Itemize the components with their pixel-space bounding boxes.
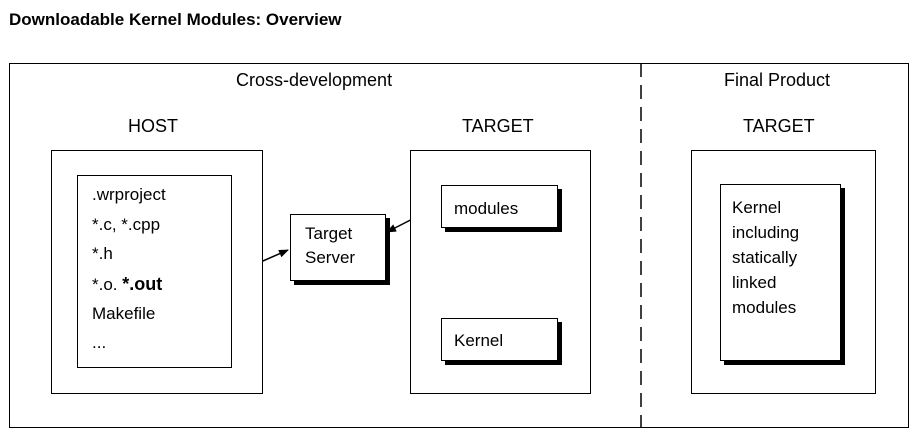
cross-development-label: Cross-development [236, 70, 393, 90]
modules-label: modules [454, 199, 519, 218]
file-o: *.o. [92, 275, 118, 294]
final-kernel-line2: including [732, 223, 800, 242]
file-h: *.h [92, 244, 113, 263]
target-server-box: Target Server [290, 214, 386, 281]
kernel-label: Kernel [454, 331, 504, 350]
host-label: HOST [128, 116, 179, 136]
final-kernel-line3: statically [732, 248, 798, 267]
target-label: TARGET [462, 116, 534, 136]
file-object: *.o. *.out [92, 273, 162, 296]
target-server-line2: Server [305, 248, 356, 267]
file-makefile: Makefile [92, 304, 156, 323]
final-kernel-line1: Kernel [732, 198, 782, 217]
file-out: *.out [122, 274, 163, 294]
host-files-box: .wrproject *.c, *.cpp *.h *.o. *.out Mak… [77, 175, 232, 368]
file-c-cpp: *.c, *.cpp [92, 215, 161, 234]
file-wrproject: .wrproject [92, 185, 166, 204]
file-ellipsis: ... [92, 333, 107, 352]
modules-box: modules [441, 185, 558, 228]
page-title: Downloadable Kernel Modules: Overview [9, 10, 342, 29]
final-product-label: Final Product [724, 70, 831, 90]
final-kernel-line5: modules [732, 298, 797, 317]
final-kernel-line4: linked [732, 273, 777, 292]
final-target-label: TARGET [743, 116, 815, 136]
target-server-line1: Target [305, 224, 353, 243]
final-kernel-box: Kernel including statically linked modul… [720, 184, 841, 361]
kernel-box: Kernel [441, 318, 558, 361]
